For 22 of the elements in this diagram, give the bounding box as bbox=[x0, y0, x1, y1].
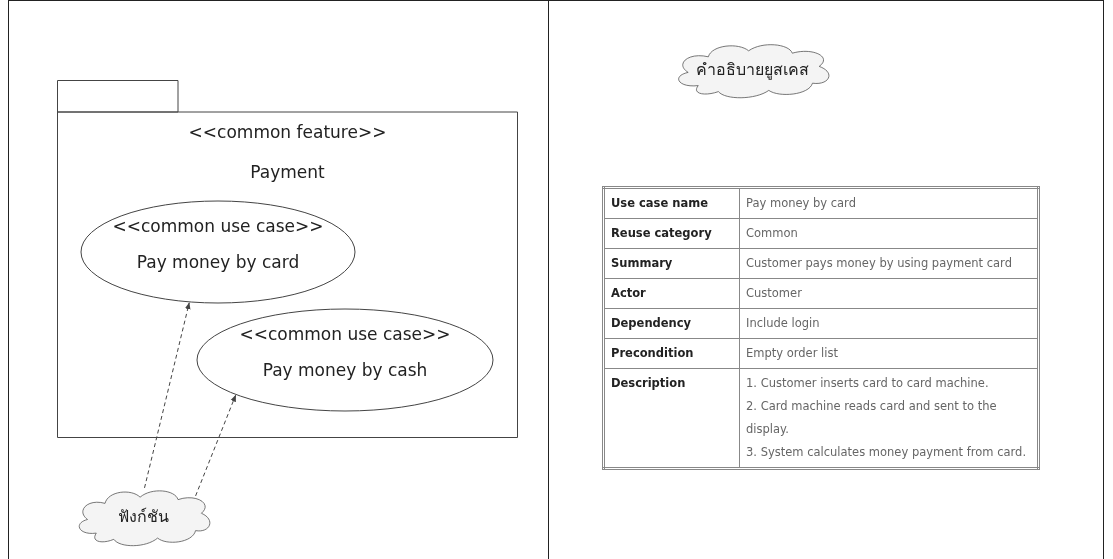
description-step: 3. System calculates money payment from card. bbox=[746, 441, 1031, 464]
description-step: 2. Card machine reads card and sent to the display. bbox=[746, 395, 1031, 441]
stereotype-label: <<common feature>> bbox=[187, 122, 388, 142]
row-label: Precondition bbox=[603, 338, 740, 369]
row-label: Reuse category bbox=[603, 218, 740, 249]
description-step: 1. Customer inserts card to card machine. bbox=[746, 372, 1031, 395]
name-label: Pay money by cash bbox=[261, 360, 429, 380]
callout-text: ฟังก์ชัน bbox=[116, 506, 170, 528]
row-label: Use case name bbox=[603, 187, 740, 219]
use-case-ellipse bbox=[196, 308, 494, 412]
row-label: Actor bbox=[603, 278, 740, 309]
row-label: Summary bbox=[603, 248, 740, 279]
name-label: Payment bbox=[249, 162, 326, 182]
dashed-arrow bbox=[195, 394, 237, 497]
row-label: Dependency bbox=[603, 308, 740, 339]
use-case-ellipse bbox=[80, 200, 356, 304]
package-box bbox=[57, 80, 518, 438]
stereotype-label: <<common use case>> bbox=[238, 324, 452, 344]
stereotype-label: <<common use case>> bbox=[111, 216, 325, 236]
name-label: Pay money by card bbox=[135, 252, 301, 272]
callout-text: คำอธิบายยูสเคส bbox=[694, 59, 810, 82]
dashed-arrow bbox=[144, 302, 191, 489]
